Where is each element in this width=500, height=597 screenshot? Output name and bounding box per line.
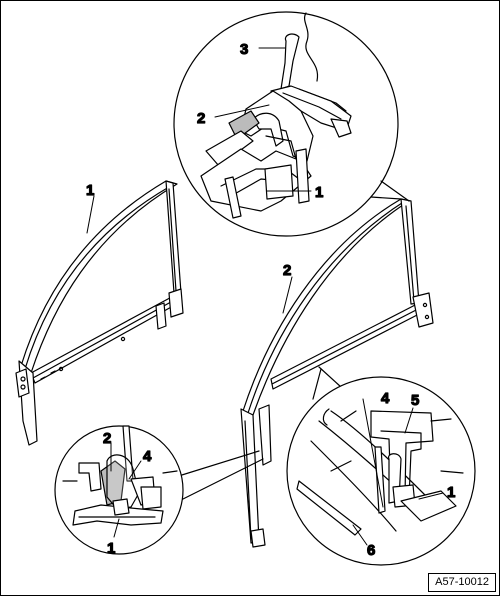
leader-4-bottom: [128, 460, 142, 480]
leader-2-top: [214, 104, 270, 118]
leader-1-bottom: [113, 518, 120, 538]
callout-1-left: 1: [86, 182, 94, 199]
left-door-frame: [15, 180, 184, 446]
callout-2-bottom: 2: [103, 430, 111, 447]
callout-6-right: 6: [367, 542, 375, 559]
callout-4-bottom: 4: [143, 448, 152, 465]
leader-4-right: [362, 398, 384, 508]
callout-2-top: 2: [197, 110, 205, 127]
leader-6-right: [352, 524, 368, 546]
callout-5-right: 5: [411, 392, 419, 409]
callout-2-right: 2: [283, 262, 291, 279]
callout-4-right: 4: [381, 390, 390, 407]
leader-1-left: [86, 195, 95, 234]
bottom-left-detail-view: [54, 425, 264, 555]
callout-1-bottom: 1: [107, 540, 115, 557]
leader-1-right: [418, 492, 444, 500]
right-door-frame: [240, 198, 434, 548]
callout-1-top: 1: [315, 184, 323, 201]
callout-3-top: 3: [240, 41, 248, 58]
top-detail-view: [173, 11, 410, 237]
bottom-right-detail-view: [286, 366, 476, 566]
leader-5-right: [404, 407, 414, 434]
reference-number: A57-10012: [435, 576, 489, 588]
callout-1-right: 1: [447, 484, 455, 501]
reference-number-box: A57-10012: [428, 573, 496, 592]
leader-2-right: [282, 276, 293, 314]
